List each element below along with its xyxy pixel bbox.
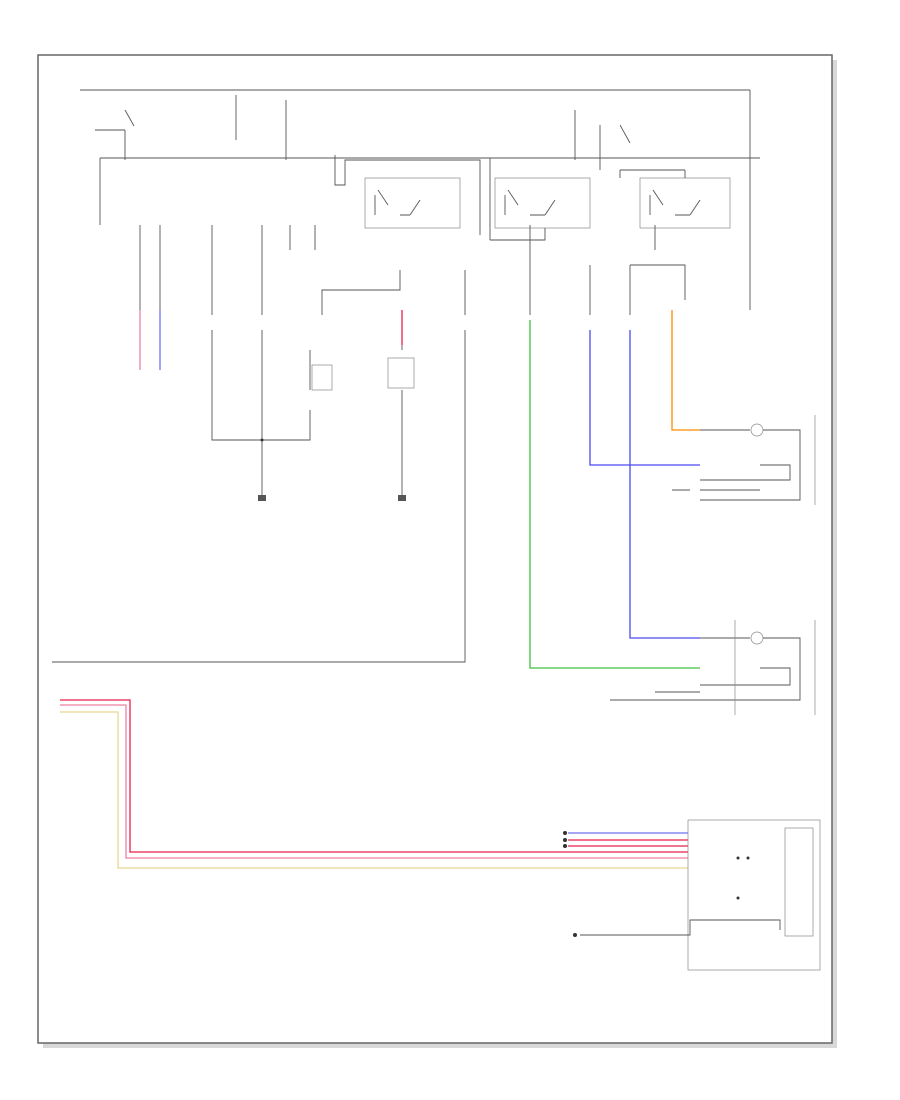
- motor-lower: [610, 620, 816, 715]
- top-power-bus: [80, 89, 760, 310]
- relay-boxes: [364, 169, 731, 241]
- long-return-wire: [52, 330, 466, 663]
- motor-upper: [672, 415, 816, 505]
- colored-wires-mid: [139, 310, 700, 669]
- diagram-frame: [37, 54, 833, 1044]
- vertical-feeds: [139, 225, 686, 330]
- control-module: [573, 819, 821, 971]
- bottom-harness: [60, 699, 688, 869]
